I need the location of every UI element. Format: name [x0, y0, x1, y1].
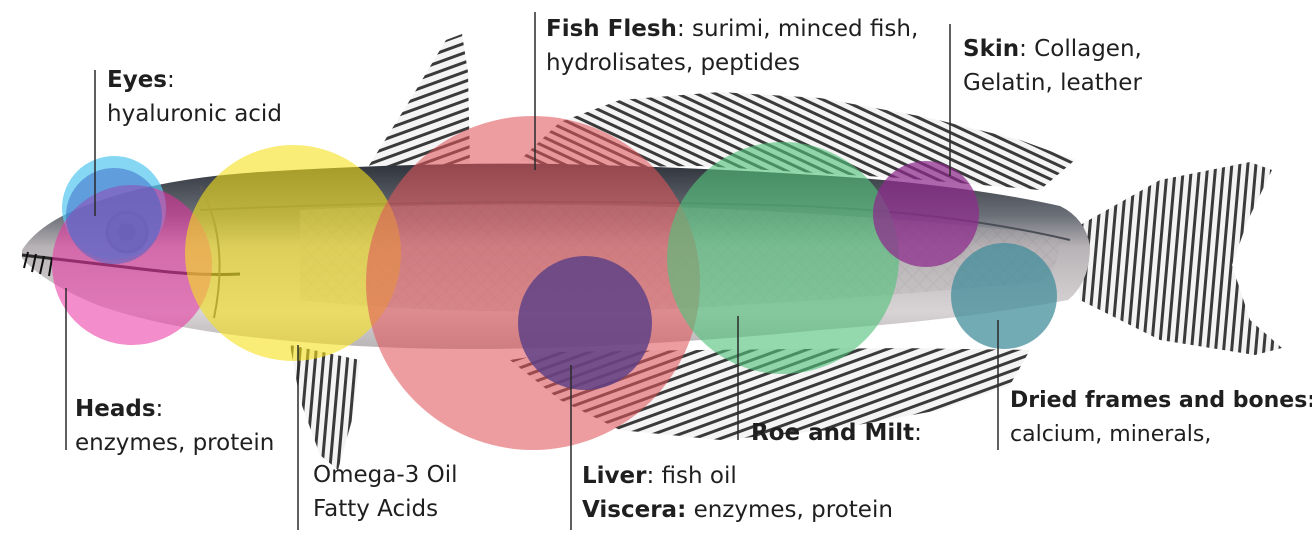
viscera-title: Viscera:: [582, 497, 686, 523]
bones-label: Dried frames and bones: calcium, mineral…: [1010, 384, 1312, 452]
pelvic-fin: [290, 345, 360, 470]
heads-text: enzymes, protein: [75, 430, 274, 456]
roe-milt-circle: [667, 142, 899, 374]
heads-label: Heads: enzymes, protein: [75, 392, 274, 460]
roe-title: Roe and Milt: [751, 420, 914, 446]
fish-flesh-text1: : surimi, minced fish,: [677, 16, 918, 42]
tail-fin: [1075, 162, 1282, 355]
skin-label: Skin: Collagen, Gelatin, leather: [963, 32, 1142, 100]
eyes-head-overlap-circle: [66, 168, 162, 264]
heads-colon: :: [156, 396, 164, 422]
liver-title: Liver: [582, 463, 646, 489]
roe-milt-label: Roe and Milt:: [751, 416, 922, 450]
roe-text: :: [914, 420, 922, 446]
viscera-text: enzymes, protein: [686, 497, 893, 523]
liver-viscera-circle: [518, 256, 652, 390]
eyes-title: Eyes: [107, 67, 167, 93]
omega3-line1: Omega-3 Oil: [313, 462, 457, 488]
bones-circle: [951, 243, 1057, 349]
eyes-colon: :: [167, 67, 175, 93]
omega3-circle: [185, 145, 401, 361]
eyes-text: hyaluronic acid: [107, 101, 282, 127]
skin-text2: Gelatin, leather: [963, 70, 1142, 96]
fish-flesh-label: Fish Flesh: surimi, minced fish, hydroli…: [546, 12, 918, 80]
bones-title: Dried frames and bones:: [1010, 388, 1312, 413]
liver-viscera-label: Liver: fish oil Viscera: enzymes, protei…: [582, 459, 893, 527]
skin-title: Skin: [963, 36, 1019, 62]
heads-title: Heads: [75, 396, 156, 422]
omega3-line2: Fatty Acids: [313, 496, 438, 522]
bones-text: calcium, minerals,: [1010, 422, 1211, 447]
omega3-label: Omega-3 Oil Fatty Acids: [313, 458, 457, 526]
liver-text: : fish oil: [646, 463, 736, 489]
skin-circle: [873, 161, 979, 267]
fish-flesh-title: Fish Flesh: [546, 16, 677, 42]
fish-flesh-text2: hydrolisates, peptides: [546, 50, 800, 76]
eyes-label: Eyes: hyaluronic acid: [107, 63, 282, 131]
skin-text1: : Collagen,: [1019, 36, 1142, 62]
